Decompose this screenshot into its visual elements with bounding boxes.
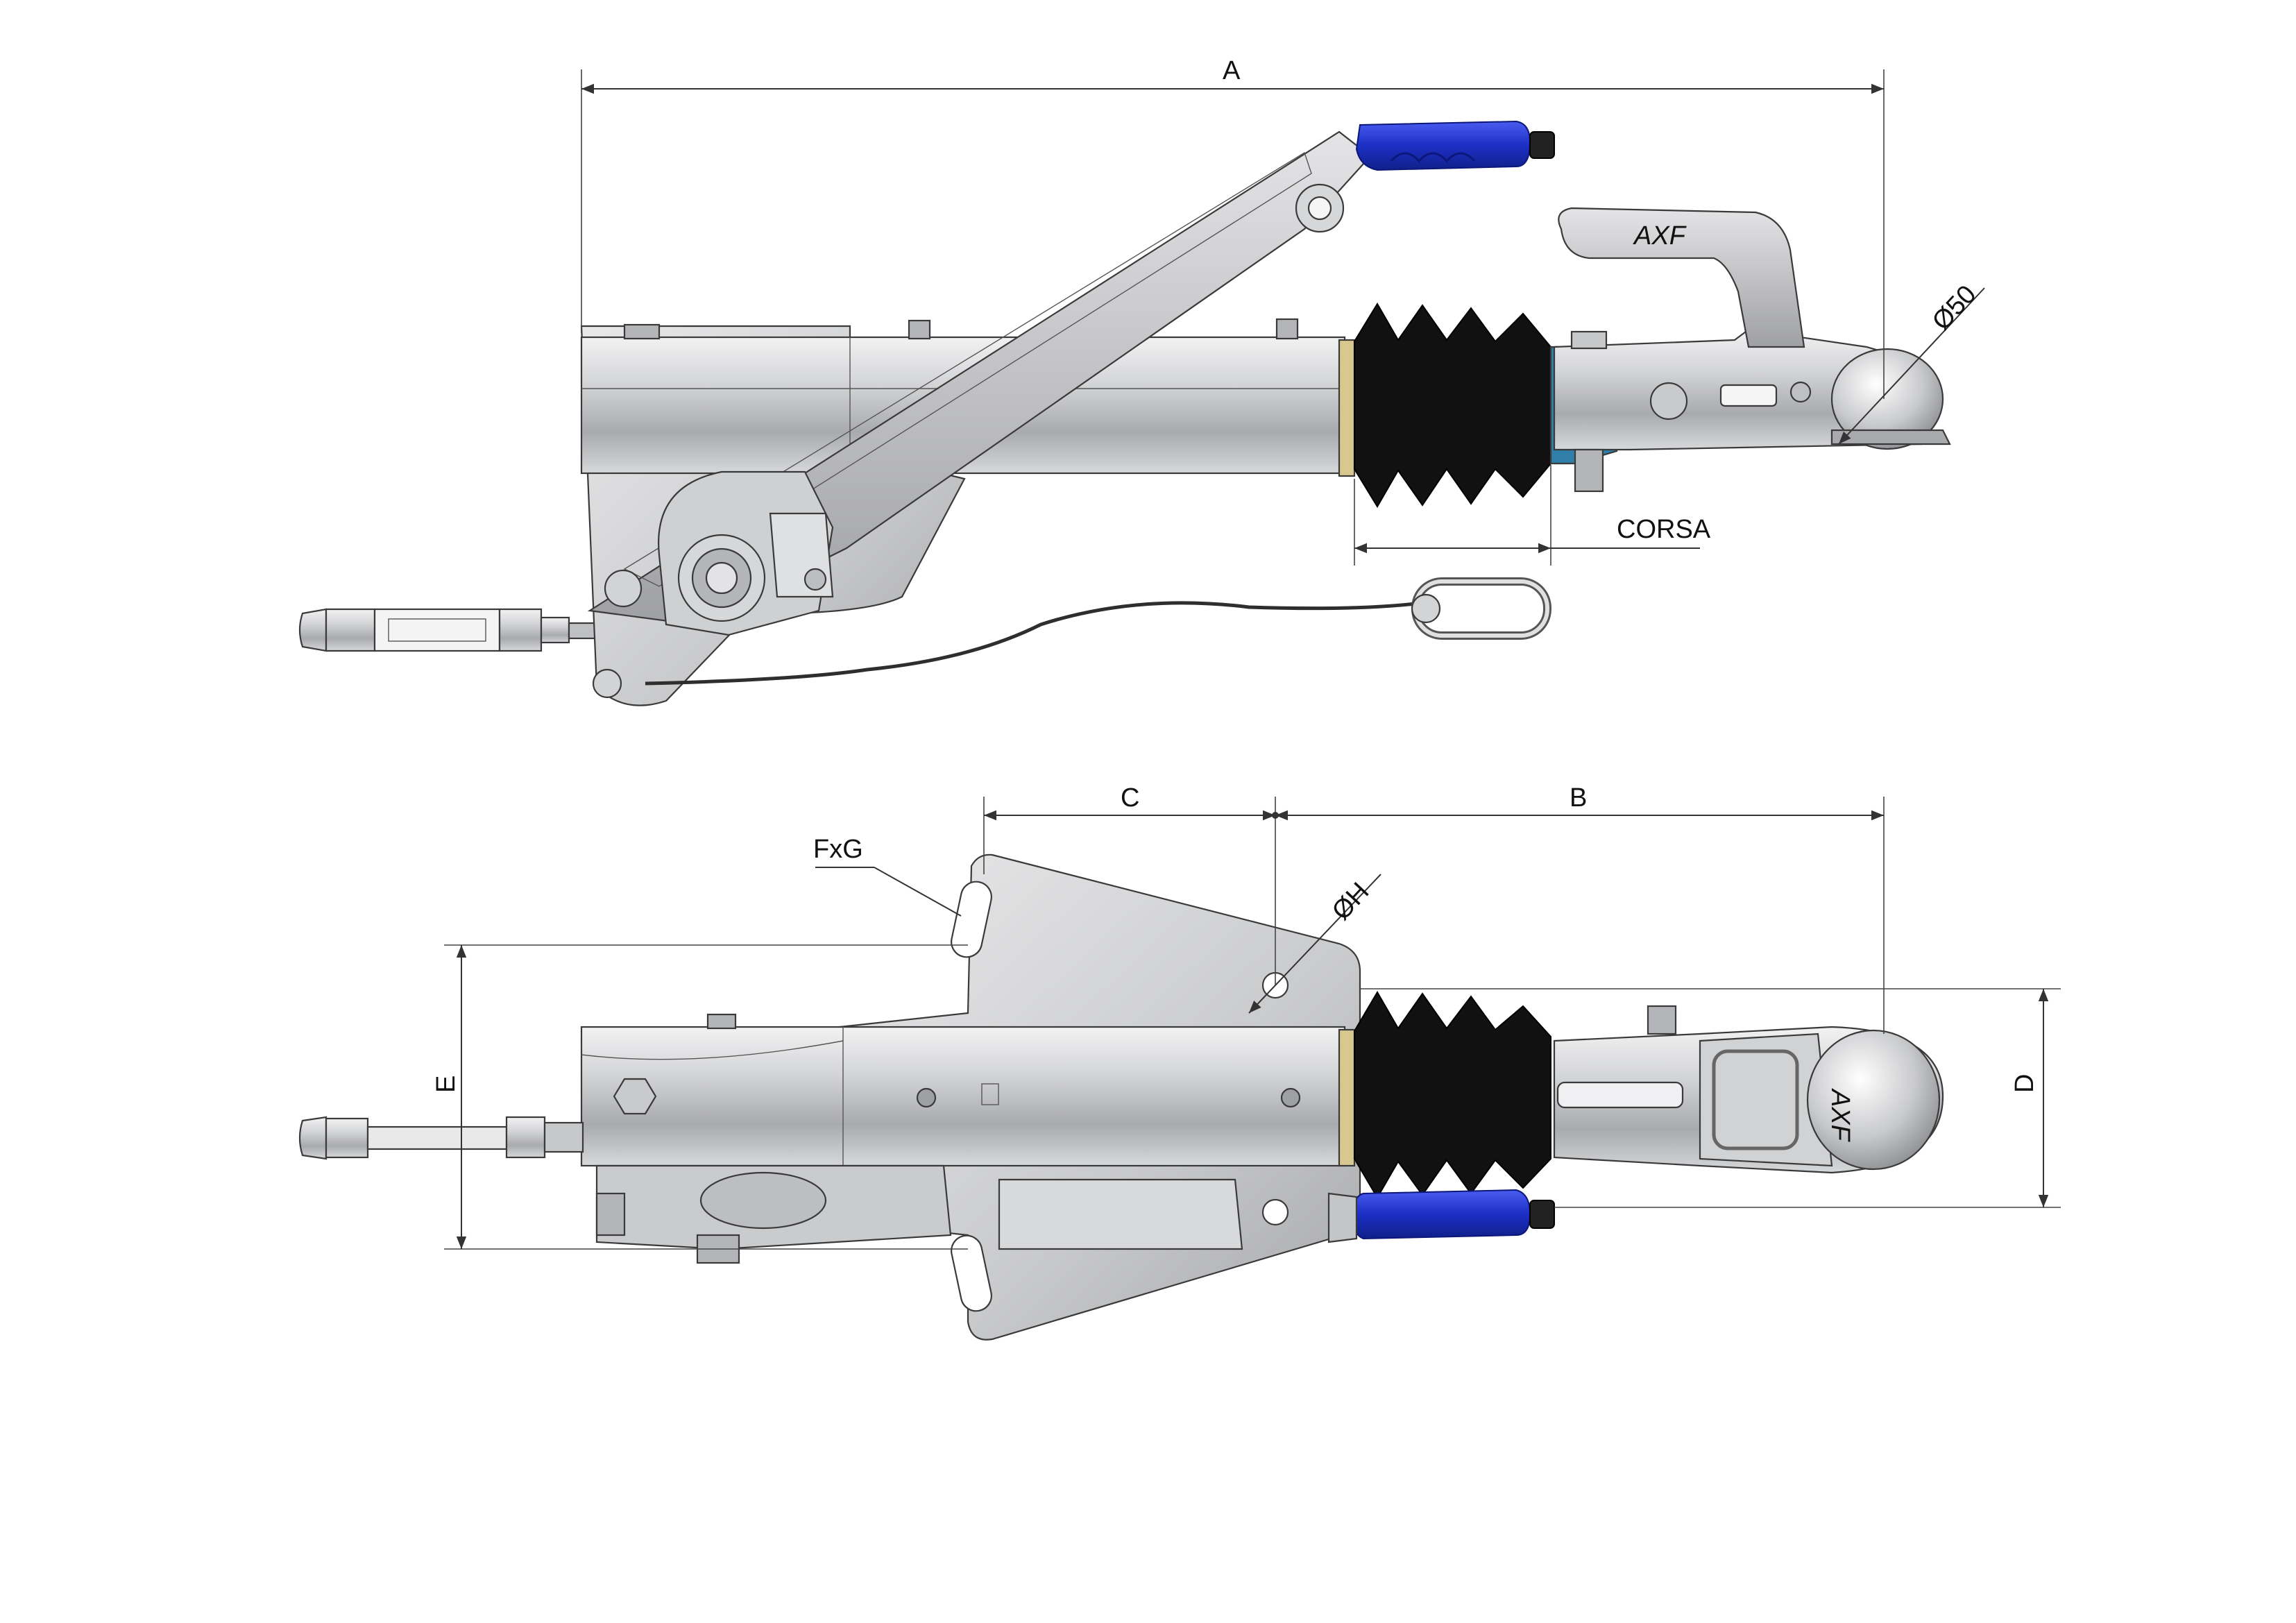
turnbuckle-rod-plan	[298, 1116, 584, 1160]
dim-label-b: B	[1570, 783, 1587, 813]
dim-label-slot: FxG	[813, 835, 863, 864]
ball-socket-plan	[1806, 1029, 1941, 1171]
dim-label-e: E	[432, 1076, 461, 1093]
brass-ring	[1338, 339, 1356, 477]
mount-hole-lower	[1261, 1198, 1289, 1226]
dim-label-c: C	[1121, 783, 1139, 813]
side-view: AXF	[298, 120, 1951, 706]
ball-socket-side	[1830, 348, 1944, 450]
coupling-lock-handle	[1558, 207, 1805, 348]
dim-label-a: A	[1223, 56, 1241, 85]
dim-label-ball-diameter: Ø50	[1927, 280, 1982, 336]
hex-bolt-plan	[613, 1078, 657, 1115]
dim-label-stroke: CORSA	[1617, 515, 1711, 544]
handbrake-grip-side	[1355, 120, 1531, 171]
slot-hole-lower	[951, 1234, 992, 1312]
turnbuckle-rod	[298, 608, 612, 652]
breakaway-carabiner	[1411, 577, 1551, 640]
dim-label-d: D	[2010, 1074, 2039, 1093]
drawbar-tube-plan	[580, 1026, 1346, 1167]
plan-view: AXF	[298, 853, 1944, 1341]
brand-marking-plan: AXF	[1826, 1088, 1855, 1142]
brand-marking-side: AXF	[1633, 221, 1687, 250]
dim-label-hole-diameter: ØH	[1327, 877, 1375, 926]
rubber-bellows	[1354, 303, 1551, 508]
handbrake-grip-plan	[1352, 1189, 1531, 1240]
rubber-bellows-plan	[1354, 991, 1551, 1199]
breakaway-cable	[645, 601, 1416, 686]
slot-hole-upper	[951, 881, 992, 958]
